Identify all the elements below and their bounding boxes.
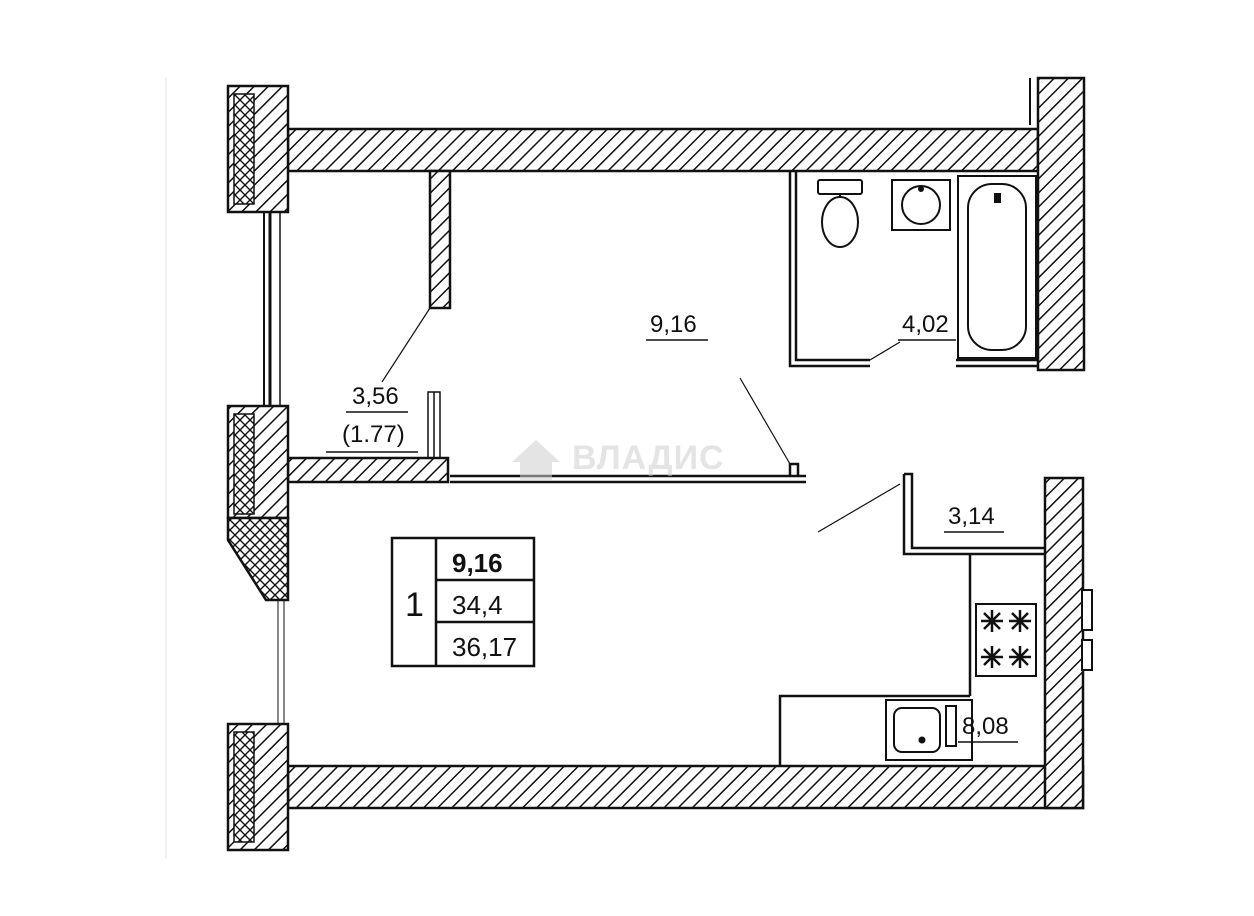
total-area-value: 34,4 (452, 590, 503, 620)
area-with-balcony-value: 36,17 (452, 632, 517, 662)
stove-icon (975, 603, 1037, 677)
top-wall (286, 127, 1040, 173)
door-swings (739, 377, 901, 533)
rooms-count: 1 (405, 586, 424, 624)
right-wall-lower (1043, 476, 1085, 810)
bathtub-icon (957, 175, 1037, 359)
interior-lines (450, 171, 1045, 766)
pointer-lines (381, 307, 901, 383)
balcony-divider-wall (286, 456, 450, 484)
bath-area-label: 4,02 (902, 311, 949, 338)
room-area-label: 9,16 (650, 311, 697, 338)
watermark: ВЛАДИС (512, 439, 725, 480)
toilet-icon (817, 179, 863, 248)
watermark-house-icon (512, 440, 560, 480)
right-wall-upper (1036, 76, 1086, 372)
partition-wall (428, 169, 452, 310)
wall-stubs (1081, 589, 1093, 671)
left-windows (263, 212, 285, 724)
kitchen-area-label: 8,08 (962, 713, 1009, 740)
bottom-wall (286, 764, 1085, 810)
left-pillars (226, 84, 290, 852)
kitchen-sink-icon (885, 699, 973, 761)
exterior-walls (286, 76, 1086, 810)
watermark-text: ВЛАДИС (572, 439, 725, 477)
balcony-area-label: 3,56 (352, 383, 399, 410)
balcony-reduced-label: (1.77) (342, 421, 405, 448)
living-area-value: 9,16 (452, 548, 503, 578)
summary-table (390, 536, 536, 668)
sink-icon (891, 179, 951, 231)
top-right-window (1029, 78, 1039, 125)
hall-area-label: 3,14 (948, 503, 995, 530)
balcony-rail (427, 391, 441, 459)
pillar-angled (226, 516, 290, 602)
